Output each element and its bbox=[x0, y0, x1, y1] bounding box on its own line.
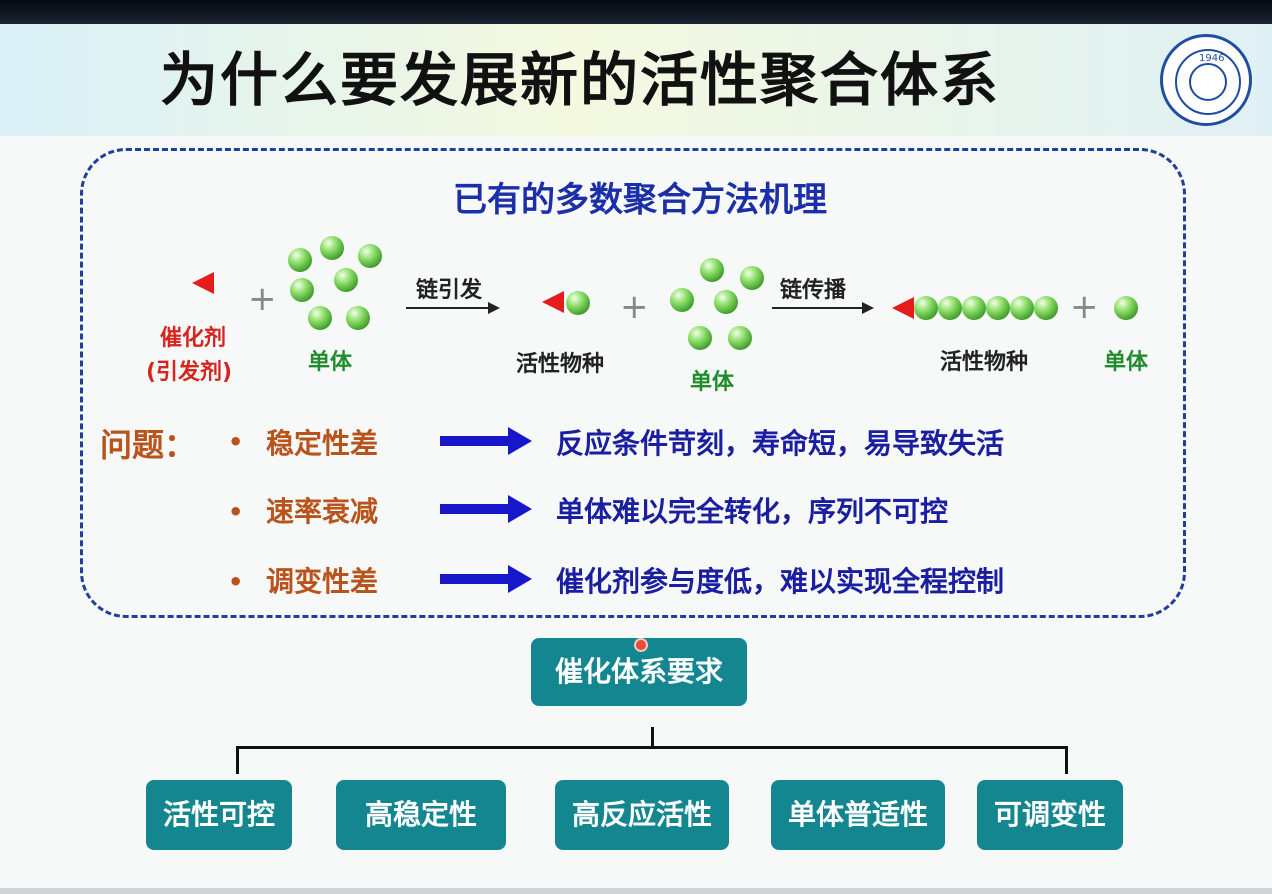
title-banner bbox=[0, 24, 1272, 136]
blue-arrow-head bbox=[508, 565, 532, 593]
problem-result: 反应条件苛刻，寿命短，易导致失活 bbox=[556, 427, 1005, 460]
bullet-icon: • bbox=[228, 498, 244, 526]
monomer-ball bbox=[714, 290, 738, 314]
active-species-label: 活性物种 bbox=[940, 350, 1029, 375]
brace-bar bbox=[236, 746, 1068, 749]
problem-result: 催化剂参与度低，难以实现全程控制 bbox=[556, 565, 1005, 598]
bullet-icon: • bbox=[228, 428, 244, 456]
monomer-ball bbox=[308, 306, 332, 330]
panel-subtitle: 已有的多数聚合方法机理 bbox=[453, 180, 827, 220]
mechanism-panel bbox=[80, 148, 1186, 618]
seal-ring bbox=[1175, 49, 1241, 115]
bottom-bar bbox=[0, 888, 1272, 894]
pointer-dot bbox=[634, 638, 648, 652]
active-triangle-icon bbox=[542, 291, 564, 313]
monomer-ball bbox=[290, 278, 314, 302]
monomer-ball bbox=[346, 306, 370, 330]
top-bar bbox=[0, 0, 1272, 24]
blue-arrow bbox=[440, 504, 510, 514]
blue-arrow-head bbox=[508, 495, 532, 523]
monomer-label: 单体 bbox=[308, 350, 353, 375]
catalyst-label: 催化剂 bbox=[160, 326, 227, 351]
requirements-root-box: 催化体系要求 bbox=[531, 638, 747, 706]
problem-issue: 调变性差 bbox=[266, 565, 379, 598]
requirement-box: 高稳定性 bbox=[336, 780, 506, 850]
problem-result: 单体难以完全转化，序列不可控 bbox=[556, 495, 949, 528]
monomer-ball bbox=[688, 326, 712, 350]
monomer-label: 单体 bbox=[1104, 350, 1149, 375]
brace-stem bbox=[651, 727, 654, 747]
chain-ball bbox=[962, 296, 986, 320]
propagation-arrow bbox=[772, 307, 864, 309]
initiation-arrow-head bbox=[488, 302, 500, 314]
monomer-ball bbox=[1114, 296, 1138, 320]
monomer-ball bbox=[334, 268, 358, 292]
monomer-ball bbox=[358, 244, 382, 268]
active-species-label: 活性物种 bbox=[516, 352, 605, 377]
requirement-box: 活性可控 bbox=[146, 780, 292, 850]
monomer-ball bbox=[320, 236, 344, 260]
active-triangle-icon bbox=[892, 297, 914, 319]
blue-arrow bbox=[440, 436, 510, 446]
chain-ball bbox=[986, 296, 1010, 320]
chain-ball bbox=[1010, 296, 1034, 320]
brace-right-tick bbox=[1065, 746, 1068, 774]
seal-inner-ring bbox=[1189, 63, 1227, 101]
monomer-ball bbox=[728, 326, 752, 350]
propagation-arrow-head bbox=[862, 302, 874, 314]
blue-arrow-head bbox=[508, 427, 532, 455]
monomer-label: 单体 bbox=[690, 370, 735, 395]
requirement-box: 高反应活性 bbox=[555, 780, 729, 850]
monomer-ball bbox=[740, 266, 764, 290]
plus-sign: + bbox=[1070, 287, 1099, 327]
seal-year: 1946 bbox=[1199, 53, 1225, 64]
brace-left-tick bbox=[236, 746, 239, 774]
initiator-label: (引发剂) bbox=[146, 360, 233, 385]
monomer-ball bbox=[566, 291, 590, 315]
plus-sign: + bbox=[620, 287, 649, 327]
problem-issue: 稳定性差 bbox=[266, 427, 379, 460]
chain-ball bbox=[938, 296, 962, 320]
initiation-arrow bbox=[406, 307, 490, 309]
requirement-box: 可调变性 bbox=[977, 780, 1123, 850]
slide-title: 为什么要发展新的活性聚合体系 bbox=[160, 46, 1001, 114]
chain-initiation-label: 链引发 bbox=[416, 278, 483, 303]
monomer-ball bbox=[700, 258, 724, 282]
chain-ball bbox=[914, 296, 938, 320]
plus-sign: + bbox=[248, 279, 277, 319]
university-seal-icon: 1946 bbox=[1160, 34, 1252, 126]
blue-arrow bbox=[440, 574, 510, 584]
bullet-icon: • bbox=[228, 568, 244, 596]
chain-propagation-label: 链传播 bbox=[780, 278, 847, 303]
requirement-box: 单体普适性 bbox=[771, 780, 945, 850]
monomer-ball bbox=[670, 288, 694, 312]
monomer-ball bbox=[288, 248, 312, 272]
catalyst-triangle-icon bbox=[192, 272, 214, 294]
problems-title: 问题： bbox=[100, 426, 197, 464]
problem-issue: 速率衰减 bbox=[266, 495, 379, 528]
chain-ball bbox=[1034, 296, 1058, 320]
